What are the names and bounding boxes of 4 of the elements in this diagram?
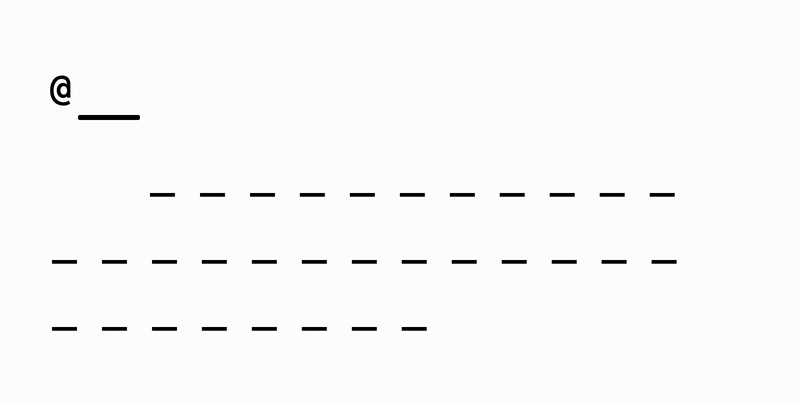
blank-letters-line: _ _ _ _ _ _ _ _	[52, 281, 427, 333]
at-sign: @	[50, 67, 72, 111]
blank-letters-line: _ _ _ _ _ _ _ _ _ _ _	[150, 147, 675, 199]
blank-letters-line: _ _ _ _ _ _ _ _ _ _ _ _ _	[52, 214, 677, 266]
